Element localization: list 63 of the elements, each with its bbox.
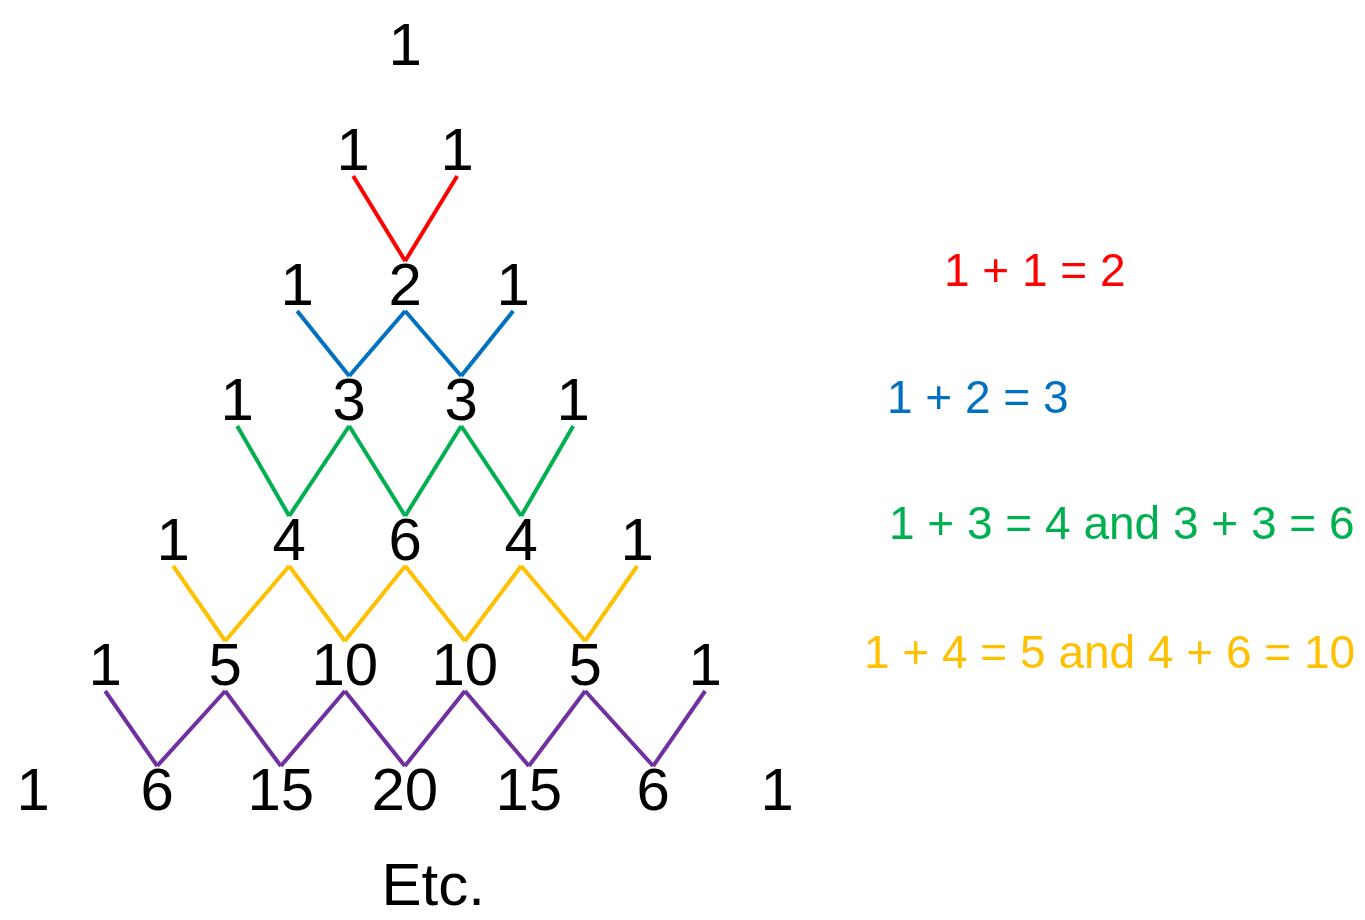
- connector-line: [403, 174, 459, 263]
- connector-line: [403, 564, 467, 643]
- number: 1: [220, 370, 254, 430]
- connector-line: [459, 424, 523, 518]
- connector-line: [223, 689, 283, 768]
- number: 1: [88, 635, 122, 695]
- connector-line: [351, 174, 407, 263]
- number: 1: [620, 510, 654, 570]
- connector-line: [583, 564, 639, 643]
- connector-line: [287, 424, 351, 518]
- connector-line: [279, 689, 347, 768]
- number: 5: [568, 635, 602, 695]
- sum-note: 1 + 2 = 3: [887, 372, 1069, 422]
- sum-note: 1 + 4 = 5 and 4 + 6 = 10: [864, 627, 1356, 677]
- connector-line: [403, 689, 467, 768]
- connector-line: [583, 689, 655, 768]
- connector-line: [347, 424, 407, 518]
- connector-line: [347, 309, 407, 378]
- connector-line: [651, 689, 707, 768]
- number: 20: [371, 760, 439, 820]
- connector-line: [287, 564, 347, 643]
- number: 6: [388, 510, 422, 570]
- connector-line: [223, 564, 291, 643]
- number: 4: [504, 510, 538, 570]
- number: 1: [760, 760, 794, 820]
- number: 6: [636, 760, 670, 820]
- number: 1: [280, 255, 314, 315]
- connector-line: [343, 564, 407, 643]
- number: 1: [440, 120, 474, 180]
- number: 2: [388, 255, 422, 315]
- number: 15: [247, 760, 315, 820]
- number: 1: [156, 510, 190, 570]
- continuation-note: Etc.: [381, 860, 485, 910]
- number: 4: [272, 510, 306, 570]
- number: 6: [140, 760, 174, 820]
- number: 1: [16, 760, 50, 820]
- connector-line: [171, 564, 227, 643]
- connector-line: [295, 309, 351, 378]
- number: 3: [444, 370, 478, 430]
- number: 10: [311, 635, 379, 695]
- sum-note: 1 + 3 = 4 and 3 + 3 = 6: [889, 498, 1355, 548]
- connector-line: [403, 309, 463, 378]
- number: 1: [496, 255, 530, 315]
- number: 10: [431, 635, 499, 695]
- number: 1: [336, 120, 370, 180]
- number: 5: [208, 635, 242, 695]
- connector-line: [459, 309, 515, 378]
- connector-line: [343, 689, 407, 768]
- number: 15: [495, 760, 563, 820]
- sum-note: 1 + 1 = 2: [944, 245, 1126, 295]
- connector-line: [463, 564, 523, 643]
- connector-line: [403, 424, 463, 518]
- number: 1: [688, 635, 722, 695]
- connector-line: [155, 689, 227, 768]
- number: 1: [556, 370, 590, 430]
- connector-line: [527, 689, 587, 768]
- connector-line: [519, 425, 575, 517]
- connector-line: [235, 425, 291, 517]
- connector-line: [519, 564, 587, 643]
- number: 3: [332, 370, 366, 430]
- number: 1: [388, 15, 422, 75]
- connector-line: [463, 689, 531, 768]
- connector-line: [103, 689, 159, 768]
